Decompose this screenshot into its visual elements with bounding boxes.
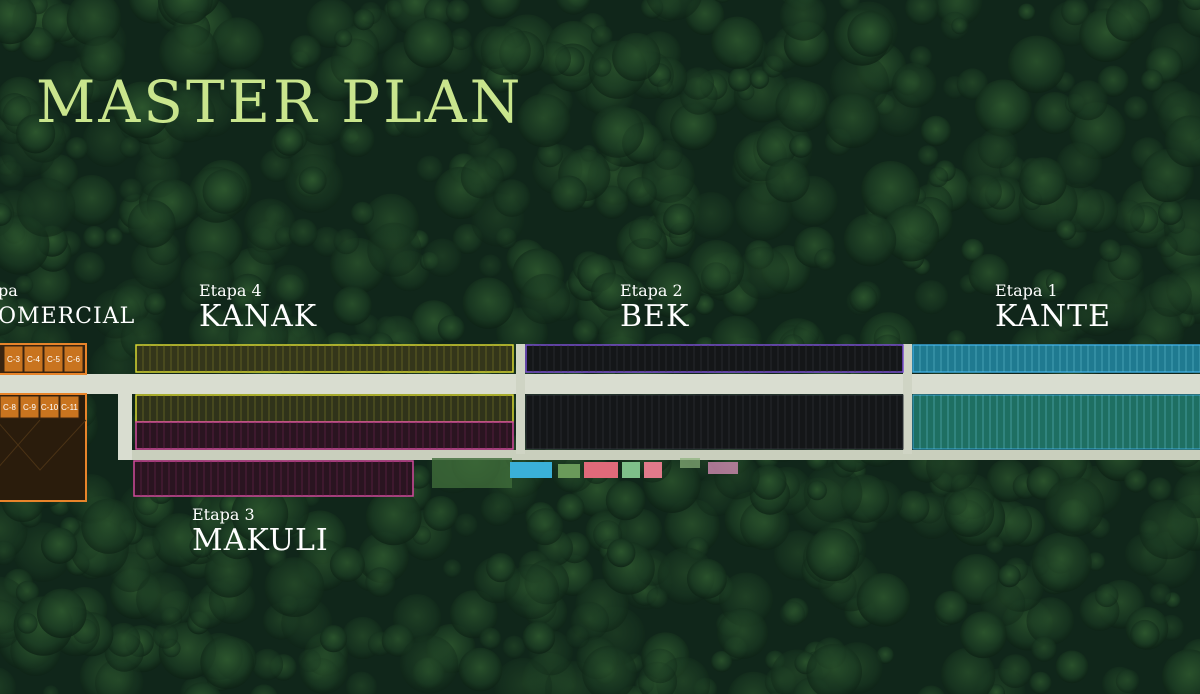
makuli-lot-grid [140, 422, 508, 496]
main-road [0, 374, 1200, 394]
stage-number: Etapa 3 [192, 505, 255, 524]
lower-road [125, 450, 1200, 460]
stage-label-comercial: pa OMERCIAL [0, 282, 135, 334]
stage-number: Etapa 2 [620, 281, 683, 300]
commercial-lot[interactable] [39, 395, 60, 419]
commercial-lot[interactable] [59, 395, 80, 419]
side-road [118, 374, 132, 460]
cross-road-1 [516, 344, 525, 454]
commercial-lot[interactable] [3, 345, 24, 373]
stage-name: KANTE [995, 299, 1112, 334]
stage-label-bek: Etapa 2 BEK [620, 282, 689, 334]
commercial-lot-label: C-6 [67, 355, 80, 364]
cross-road-2 [903, 344, 912, 454]
amenity-pool-icon [510, 462, 552, 478]
commercial-lot[interactable] [0, 395, 20, 419]
stage-name: MAKULI [192, 523, 329, 558]
stage-label-kanak: Etapa 4 KANAK [199, 282, 317, 334]
commercial-lot-label: C-5 [47, 355, 60, 364]
commercial-lot-label: C-8 [3, 403, 16, 412]
amenities-strip [432, 458, 738, 488]
zone-bek[interactable] [525, 344, 904, 450]
zone-makuli[interactable] [133, 421, 514, 497]
stage-number: pa [0, 281, 18, 300]
commercial-lot[interactable] [23, 345, 44, 373]
commercial-lot-label: C-11 [61, 403, 78, 412]
commercial-lot-label: C-10 [41, 403, 59, 412]
stage-number: Etapa 1 [995, 281, 1058, 300]
commercial-lot-label: C-4 [27, 355, 40, 364]
stage-name: KANAK [199, 299, 318, 334]
stage-name: OMERCIAL [0, 304, 136, 329]
comercial-lots-top: C-3 C-4 C-5 C-6 [3, 345, 84, 373]
commercial-lot[interactable] [19, 395, 40, 419]
stage-label-makuli: Etapa 3 MAKULI [192, 506, 329, 558]
commercial-lot[interactable] [43, 345, 64, 373]
zone-kanak[interactable] [135, 344, 514, 423]
page-title: MASTER PLAN [36, 68, 524, 136]
stage-label-kante: Etapa 1 KANTE [995, 282, 1111, 334]
stage-number: Etapa 4 [199, 281, 262, 300]
kante-lot-grid [919, 345, 1200, 449]
commercial-lot-label: C-3 [7, 355, 20, 364]
commercial-lot-label: C-9 [23, 403, 36, 412]
kanak-lot-grid [142, 345, 508, 422]
commercial-lot[interactable] [63, 345, 84, 373]
stage-name: BEK [620, 299, 690, 334]
zone-kante[interactable] [912, 344, 1200, 450]
amenity-court-icon [584, 462, 618, 478]
bek-lot-grid [532, 345, 898, 449]
